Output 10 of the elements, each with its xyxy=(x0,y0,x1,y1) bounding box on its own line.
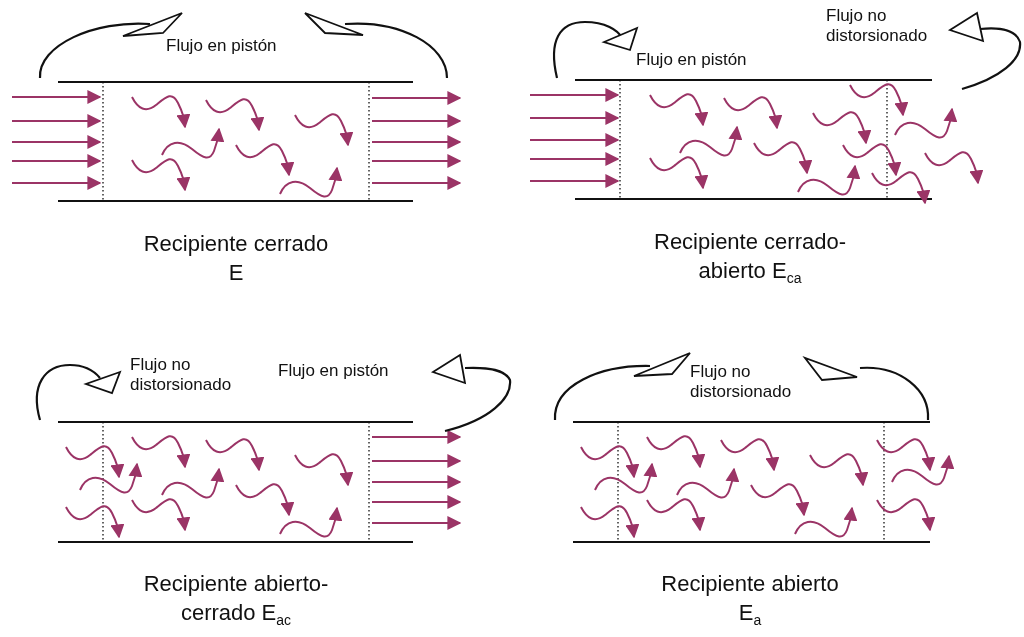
vessel-caption: Recipiente cerrado-abierto E$_{ca}$ xyxy=(653,228,847,288)
flow-label: Flujo en pistón xyxy=(278,361,389,381)
flow-label: Flujo no distorsionado xyxy=(826,6,929,46)
flow-label: Flujo en pistón xyxy=(166,36,277,56)
flow-label: Flujo no distorsionado xyxy=(130,355,233,395)
vessel-caption: Recipiente abierto-cerrado E$_{ac}$ xyxy=(142,570,330,630)
flow-label: Flujo en pistón xyxy=(636,50,747,70)
flow-label: Flujo no distorsionado xyxy=(690,362,793,402)
vessel-caption: Recipiente abierto E$_{a}$ xyxy=(660,570,840,630)
vessel-caption: Recipiente cerrado E xyxy=(142,230,330,287)
